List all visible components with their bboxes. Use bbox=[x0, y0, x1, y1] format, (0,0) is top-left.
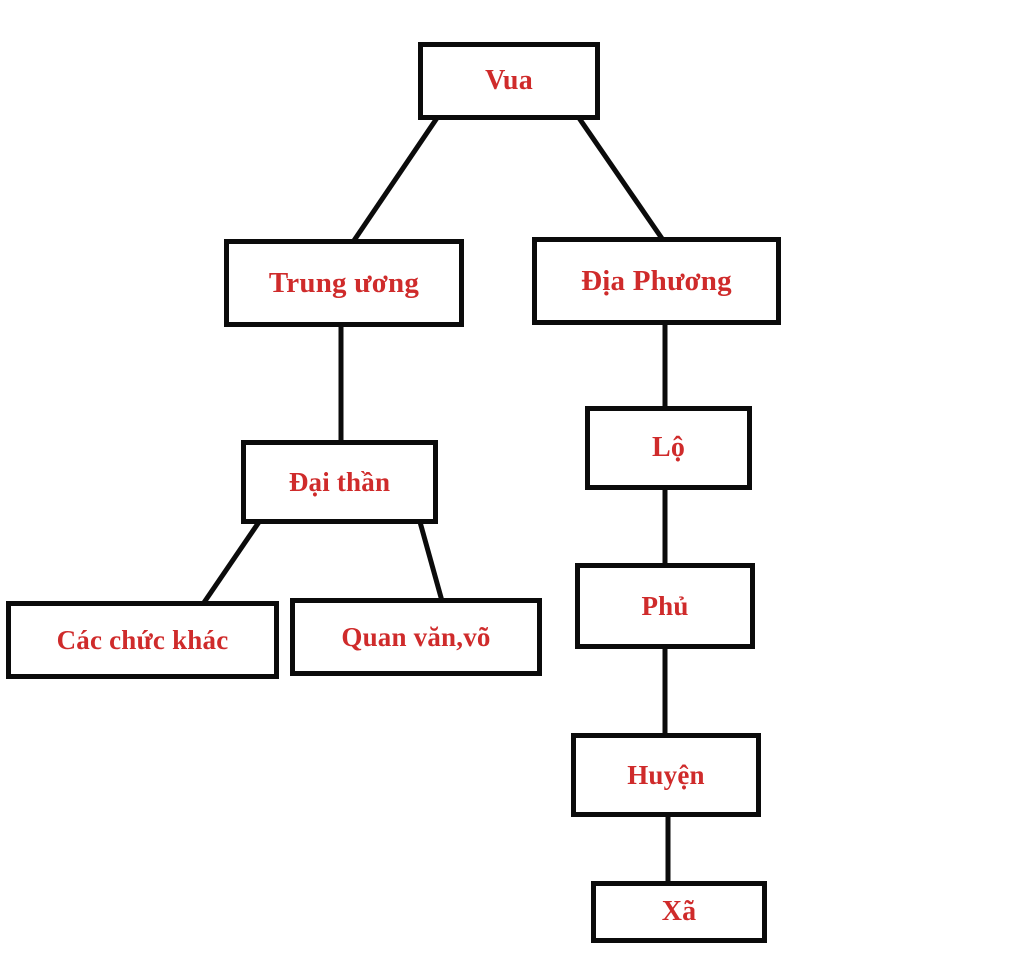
node-vua[interactable]: Vua bbox=[418, 42, 600, 120]
node-huyen[interactable]: Huyện bbox=[571, 733, 761, 817]
node-dia-phuong[interactable]: Địa Phương bbox=[532, 237, 781, 325]
node-label: Địa Phương bbox=[581, 264, 732, 297]
node-label: Quan văn,võ bbox=[341, 621, 491, 652]
edge-daithan-to-cacchuckhac bbox=[200, 520, 262, 606]
node-label: Các chức khác bbox=[56, 624, 229, 655]
node-quan-van-vo[interactable]: Quan văn,võ bbox=[290, 598, 542, 676]
node-label: Đại thần bbox=[288, 466, 391, 497]
node-cac-chuc-khac[interactable]: Các chức khác bbox=[6, 601, 279, 679]
edge-vua-to-diaphuong bbox=[576, 116, 666, 242]
node-label: Xã bbox=[661, 896, 697, 927]
node-label: Trung ương bbox=[268, 266, 420, 299]
node-trung-uong[interactable]: Trung ương bbox=[224, 239, 464, 327]
node-dai-than[interactable]: Đại thần bbox=[241, 440, 438, 524]
edge-daithan-to-quanvanvo bbox=[417, 521, 445, 602]
node-label: Lộ bbox=[651, 432, 686, 463]
node-lo[interactable]: Lộ bbox=[585, 406, 752, 490]
edge-vua-to-trunguong bbox=[350, 116, 440, 244]
node-label: Phủ bbox=[641, 590, 689, 621]
node-phu[interactable]: Phủ bbox=[575, 563, 755, 649]
node-xa[interactable]: Xã bbox=[591, 881, 767, 943]
node-label: Vua bbox=[485, 65, 533, 96]
node-label: Huyện bbox=[627, 759, 705, 790]
